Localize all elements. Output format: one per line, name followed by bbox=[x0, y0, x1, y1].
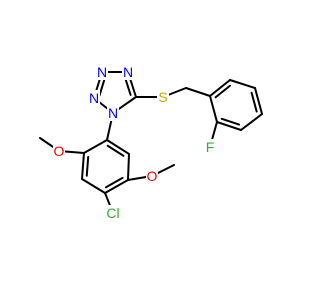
bond-f_ring4-f_ring5 bbox=[240, 113, 263, 131]
atom-mask-f bbox=[204, 139, 216, 155]
bond-ch2-f_ring1 bbox=[185, 87, 211, 97]
bond-a6-a1 bbox=[106, 139, 130, 155]
bond-a5-a6 bbox=[127, 153, 130, 181]
atom-mask-s bbox=[157, 89, 169, 105]
double-bond-f_ring1-f_ring2 bbox=[214, 84, 232, 99]
atom-label-o_a: O bbox=[54, 143, 65, 159]
atom-label-n_a: N bbox=[123, 64, 133, 80]
double-bond-a4-a5 bbox=[105, 176, 124, 189]
atom-mask-o_b bbox=[146, 168, 158, 184]
atom-mask-n_c bbox=[88, 90, 100, 106]
bond-a3-a4 bbox=[81, 178, 106, 194]
atom-mask-cl bbox=[104, 205, 122, 221]
bond-f_ring6-f_ring1 bbox=[209, 95, 218, 123]
bond-f_ring1-f_ring2 bbox=[209, 79, 231, 97]
atom-mask-n_a bbox=[122, 64, 134, 80]
bond-a4-a5 bbox=[104, 179, 129, 194]
bond-f_ring2-f_ring3 bbox=[229, 79, 256, 89]
bond-a2-a3 bbox=[81, 152, 85, 180]
bond-layer bbox=[39, 71, 263, 214]
double-bond-f_ring5-f_ring6 bbox=[220, 117, 241, 126]
atom-label-n_b: N bbox=[97, 64, 107, 80]
atom-mask-n_b bbox=[96, 64, 108, 80]
double-bond-f_ring3-f_ring4 bbox=[250, 91, 258, 113]
bond-f_ring5-f_ring6 bbox=[216, 121, 242, 131]
double-bond-a6-a1 bbox=[106, 144, 125, 157]
double-bond-n_c-n_b bbox=[98, 75, 107, 97]
bond-a1-a2 bbox=[83, 139, 108, 154]
bond-f_ring3-f_ring4 bbox=[254, 87, 263, 115]
atom-label-o_b: O bbox=[147, 168, 158, 184]
atom-label-f: F bbox=[206, 139, 215, 155]
atom-label-n_d: N bbox=[108, 105, 118, 121]
atom-mask-o_a bbox=[53, 143, 65, 159]
atom-mask-n_d bbox=[107, 105, 119, 121]
atom-label-cl: Cl bbox=[106, 205, 119, 221]
atom-label-s: S bbox=[158, 89, 167, 105]
double-bond-a2-a3 bbox=[85, 155, 90, 177]
atom-label-n_c: N bbox=[89, 90, 99, 106]
